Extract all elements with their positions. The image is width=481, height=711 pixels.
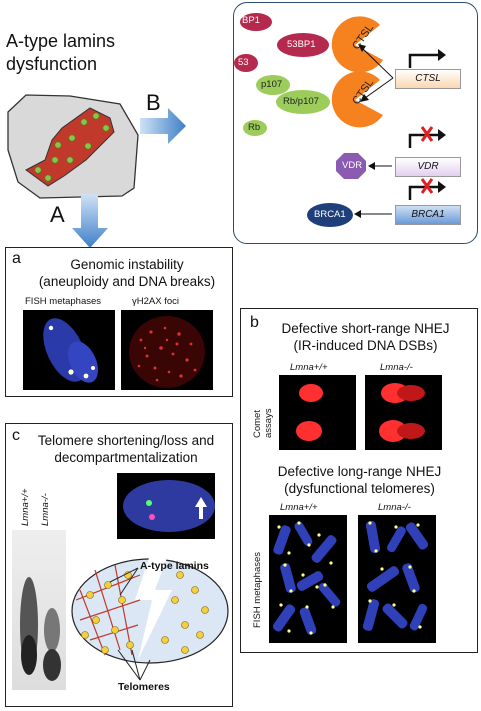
panel-c-letter: c — [12, 427, 20, 444]
southern-blot-image — [12, 530, 66, 690]
protein-53bp1: 53BP1 — [287, 39, 316, 50]
protein-brca1: BRCA1 — [314, 209, 346, 220]
panel-a-img2-label: γH2AX foci — [132, 296, 179, 307]
panel-b-title-1: Defective short-range NHEJ (IR-induced D… — [281, 321, 450, 353]
comet-assay-ko — [365, 375, 442, 450]
panel-b-col2: Lmna-/- — [380, 362, 413, 373]
h2ax-foci-image — [121, 310, 213, 390]
protein-53-fragment: 53 — [238, 57, 249, 68]
panel-a-title: Genomic instability (aneuploidy and DNA … — [38, 257, 216, 289]
panel-b-col1: Lmna+/+ — [290, 362, 328, 373]
label-a-type-lamins: A-type lamins — [140, 560, 209, 572]
main-title: A-type lamins dysfunction — [6, 31, 116, 74]
arrow-a-label: A — [50, 202, 65, 227]
panel-a-img1-label: FISH metaphases — [25, 296, 102, 307]
gene-ctsl: CTSL — [395, 69, 461, 89]
comet-assay-wt — [279, 375, 356, 450]
panel-b-letter: b — [250, 314, 259, 331]
label-telomeres: Telomeres — [118, 681, 170, 693]
telomere-fish-image — [117, 473, 215, 539]
panel-c-title: Telomere shortening/loss and decompartme… — [37, 433, 215, 465]
protein-p107: p107 — [261, 79, 283, 90]
panel-b-title-2: Defective long-range NHEJ (dysfunctional… — [277, 464, 442, 496]
panel-b-col3: Lmna+/+ — [280, 502, 318, 513]
fish-metaphase-ko — [358, 515, 436, 643]
fish-metaphase-image — [23, 310, 115, 390]
protein-rb-fragment: Rb — [248, 122, 261, 133]
gene-vdr: VDR — [395, 157, 461, 177]
protein-vdr: VDR — [342, 160, 363, 171]
protein-rb-p107: Rb/p107 — [283, 96, 319, 107]
panel-a-letter: a — [12, 250, 21, 267]
gene-brca1: BRCA1 — [395, 205, 461, 225]
panel-b-col4: Lmna-/- — [378, 502, 411, 513]
protein-bp1-fragment: BP1 — [242, 15, 260, 26]
arrow-b-label: B — [146, 90, 161, 115]
fish-metaphase-wt — [269, 515, 347, 643]
